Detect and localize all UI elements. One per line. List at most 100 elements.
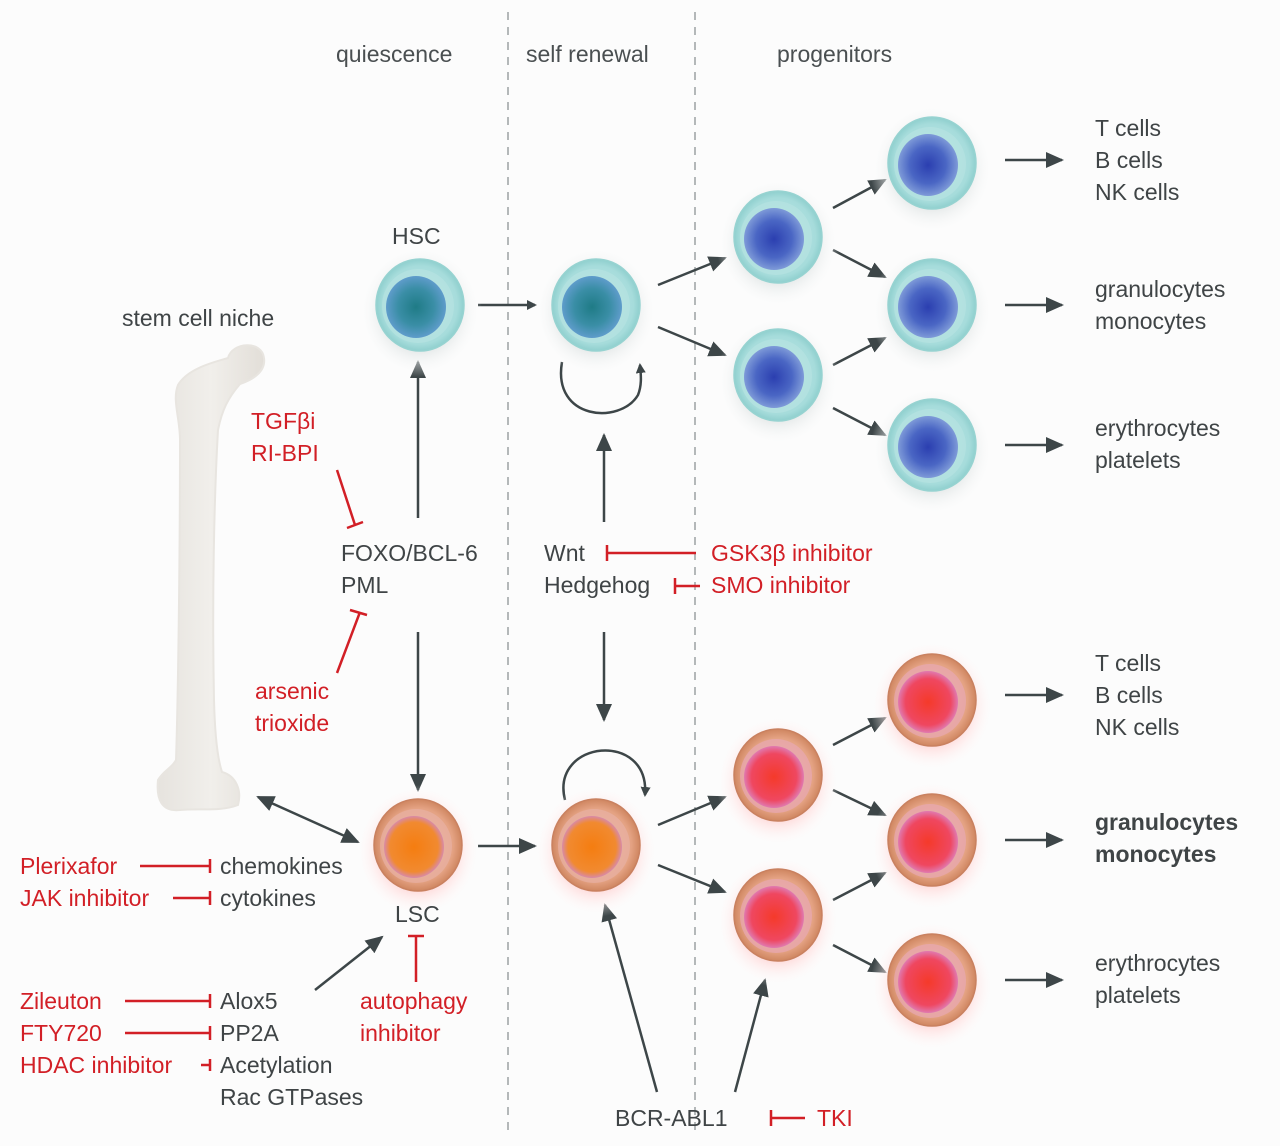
output-line: platelets <box>1095 982 1181 1008</box>
output-line: erythrocytes <box>1095 950 1221 976</box>
inhibitor-line: RI-BPI <box>251 440 319 466</box>
lsc-cell <box>356 785 480 917</box>
pathway-hedgehog: Hedgehog <box>544 572 651 598</box>
leukemic-output-erythroid: erythrocytes platelets <box>1095 947 1220 1011</box>
inhibit-smo-to-hedgehog <box>673 578 700 594</box>
arrow-sr-to-prog1 <box>657 256 727 287</box>
inhibitor-zileuton: Zileuton <box>20 988 102 1014</box>
inhibitor-hdac: HDAC inhibitor <box>20 1052 173 1078</box>
cell-nucleus <box>898 671 958 733</box>
arrow-prog1-to-gran <box>832 248 887 279</box>
inhibit-zileuton-to-alox5 <box>125 994 212 1008</box>
inhibitor-line: inhibitor <box>360 1020 441 1046</box>
arrow-prog2-to-gran <box>832 336 887 367</box>
cell-nucleus <box>744 346 804 408</box>
lymphoid-progenitor-cell <box>870 103 994 235</box>
arrow-leuk1-to-gran <box>832 788 887 817</box>
cell-nucleus <box>898 951 958 1013</box>
inhibitor-tgfb: TGFβi RI-BPI <box>251 405 319 469</box>
inhibit-tki-to-bcrabl <box>769 1110 805 1126</box>
inhibit-plerixafor-to-chemokines <box>140 859 212 873</box>
inhibitor-line: TGFβi <box>251 408 316 434</box>
output-line: T cells <box>1095 115 1162 141</box>
column-header-self-renewal: self renewal <box>526 41 649 67</box>
cell-nucleus <box>384 816 444 878</box>
output-line: granulocytes <box>1095 276 1226 302</box>
cell-nucleus <box>386 276 446 338</box>
output-line: B cells <box>1095 682 1163 708</box>
inhibitor-line: autophagy <box>360 988 468 1014</box>
inhibit-gsk3b-to-wnt <box>605 545 696 561</box>
inhibitor-autophagy: autophagy inhibitor <box>360 985 467 1049</box>
inhibit-arsenic-to-foxo <box>335 608 368 674</box>
output-line: NK cells <box>1095 714 1180 740</box>
arrow-sr-to-prog2 <box>657 325 727 357</box>
column-header-quiescence: quiescence <box>336 41 453 67</box>
cell-nucleus <box>744 746 804 808</box>
leukemic-output-myeloid: granulocytes monocytes <box>1095 806 1238 870</box>
arrow-bcrabl-to-leuk2 <box>733 978 769 1093</box>
arrow-lsr-to-leuk1 <box>657 795 727 827</box>
pathway-cytokines: cytokines <box>220 885 316 911</box>
arrow-bone-lsc-bidirectional <box>256 795 360 844</box>
inhibit-fty720-to-pp2a <box>125 1026 212 1040</box>
inhibitor-line: trioxide <box>255 710 330 736</box>
myeloid-progenitor-cell <box>870 245 994 377</box>
inhibit-jak-to-cytokines <box>173 891 212 905</box>
pathway-line: PML <box>341 572 389 598</box>
lsc-label: LSC <box>395 901 440 927</box>
cell-nucleus <box>898 276 958 338</box>
output-line: monocytes <box>1095 841 1217 867</box>
healthy-output-myeloid: granulocytes monocytes <box>1095 273 1225 337</box>
leukemic-progenitor-cell-1 <box>716 715 840 847</box>
healthy-output-lymphoid: T cells B cells NK cells <box>1095 112 1179 208</box>
arrow-alox5-to-lsc <box>314 935 384 991</box>
pathway-chemokines: chemokines <box>220 853 343 879</box>
leukemic-erythroid-cell <box>870 920 994 1052</box>
self-renewal-loop-healthy <box>559 361 646 415</box>
inhibitor-tki: TKI <box>817 1105 853 1131</box>
progenitor-cell-1 <box>716 177 840 309</box>
cell-nucleus <box>562 816 622 878</box>
output-line: granulocytes <box>1095 809 1239 835</box>
output-line: B cells <box>1095 147 1163 173</box>
inhibitor-line: arsenic <box>255 678 330 704</box>
inhibitor-fty720: FTY720 <box>20 1020 102 1046</box>
inhibitor-arsenic-trioxide: arsenic trioxide <box>255 675 329 739</box>
pathway-foxo: FOXO/BCL-6 PML <box>341 537 478 601</box>
inhibitor-plerixafor: Plerixafor <box>20 853 118 879</box>
arrow-lsr-to-leuk2 <box>657 863 727 894</box>
cell-nucleus <box>898 416 958 478</box>
output-line: platelets <box>1095 447 1181 473</box>
selfrenewal-cell-healthy <box>534 245 658 377</box>
arrow-bcrabl-to-lsr <box>601 903 659 1093</box>
selfrenewal-cell-leukemic <box>534 785 658 917</box>
inhibitor-jak: JAK inhibitor <box>20 885 150 911</box>
leukemic-lymphoid-cell <box>870 640 994 772</box>
cell-nucleus <box>744 208 804 270</box>
inhibit-tgfb-to-foxo <box>335 469 364 530</box>
cell-nucleus <box>744 886 804 948</box>
inhibit-hdac-to-acetylation <box>201 1059 212 1071</box>
inhibitor-smo: SMO inhibitor <box>711 572 851 598</box>
pathway-acetylation: Acetylation <box>220 1052 333 1078</box>
self-renewal-loop-leukemic <box>562 749 651 801</box>
inhibit-autophagy-to-lsc <box>408 934 424 982</box>
niche-label: stem cell niche <box>122 305 275 331</box>
output-line: erythrocytes <box>1095 415 1221 441</box>
output-line: T cells <box>1095 650 1162 676</box>
erythroid-progenitor-cell <box>870 385 994 517</box>
pathway-bcr-abl1: BCR-ABL1 <box>615 1105 728 1131</box>
pathway-rac-gtpases: Rac GTPases <box>220 1084 364 1110</box>
femur-bone-icon <box>156 344 266 812</box>
healthy-output-erythroid: erythrocytes platelets <box>1095 412 1220 476</box>
hsc-label: HSC <box>392 223 441 249</box>
inhibitor-gsk3b: GSK3β inhibitor <box>711 540 873 566</box>
pathway-alox5: Alox5 <box>220 988 278 1014</box>
leukemic-output-lymphoid: T cells B cells NK cells <box>1095 647 1179 743</box>
arrow-leuk2-to-gran <box>832 871 887 902</box>
pathway-line: FOXO/BCL-6 <box>341 540 478 566</box>
output-line: monocytes <box>1095 308 1207 334</box>
leukemic-progenitor-cell-2 <box>716 855 840 987</box>
